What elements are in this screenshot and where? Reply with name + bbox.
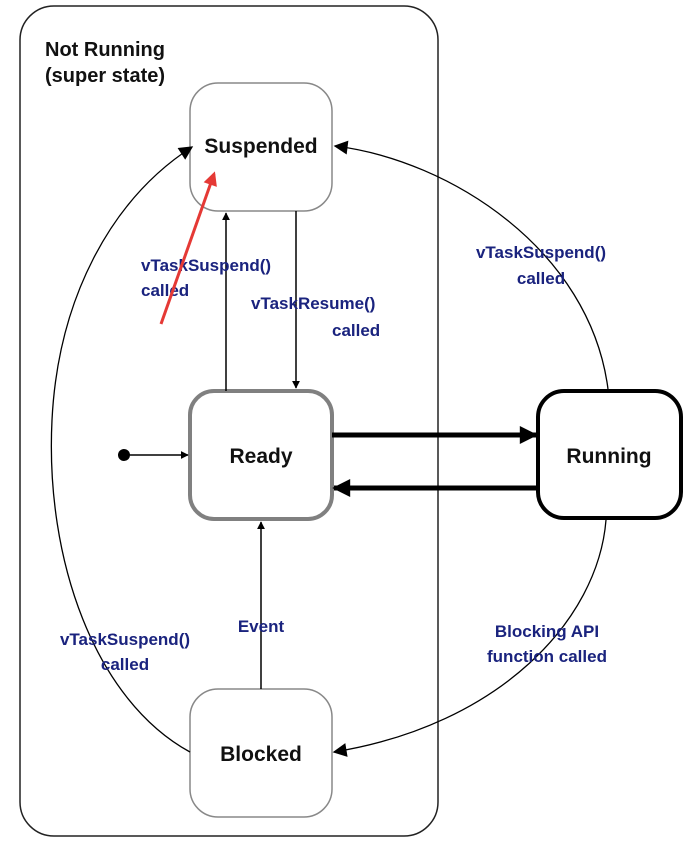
label-blocked-to-ready: Event xyxy=(238,617,285,636)
label-running-to-suspended-l2: called xyxy=(517,269,565,288)
label-running-to-blocked-l2: function called xyxy=(487,647,607,666)
superstate-box xyxy=(19,5,439,837)
label-suspended-to-ready-l2: called xyxy=(332,321,380,340)
label-blocked-to-suspended-l1: vTaskSuspend() xyxy=(60,630,190,649)
arrow-blocked-to-suspended xyxy=(50,146,194,753)
label-ready-to-suspended-l2: called xyxy=(141,281,189,300)
state-blocked[interactable]: Blocked xyxy=(189,688,333,818)
state-blocked-label: Blocked xyxy=(220,743,302,766)
annotation-red-arrow xyxy=(159,171,217,325)
state-running-label: Running xyxy=(566,445,651,468)
superstate-title: Not Running xyxy=(45,39,165,61)
state-suspended[interactable]: Suspended xyxy=(189,82,333,212)
state-ready[interactable]: Ready xyxy=(188,389,334,521)
state-ready-box xyxy=(188,389,334,521)
superstate-subtitle: (super state) xyxy=(45,65,165,87)
arrow-running-to-suspended xyxy=(333,140,609,390)
arrow-running-to-blocked xyxy=(332,519,607,757)
label-ready-to-suspended-l1: vTaskSuspend() xyxy=(141,256,271,275)
label-running-to-suspended-l1: vTaskSuspend() xyxy=(476,243,606,262)
label-suspended-to-ready-l1: vTaskResume() xyxy=(251,294,375,313)
state-running[interactable]: Running xyxy=(536,389,683,520)
initial-state-dot xyxy=(118,449,130,461)
state-suspended-label: Suspended xyxy=(204,135,317,158)
state-ready-label: Ready xyxy=(229,445,292,468)
label-running-to-blocked-l1: Blocking API xyxy=(495,622,599,641)
label-blocked-to-suspended-l2: called xyxy=(101,655,149,674)
state-running-box xyxy=(536,389,683,520)
